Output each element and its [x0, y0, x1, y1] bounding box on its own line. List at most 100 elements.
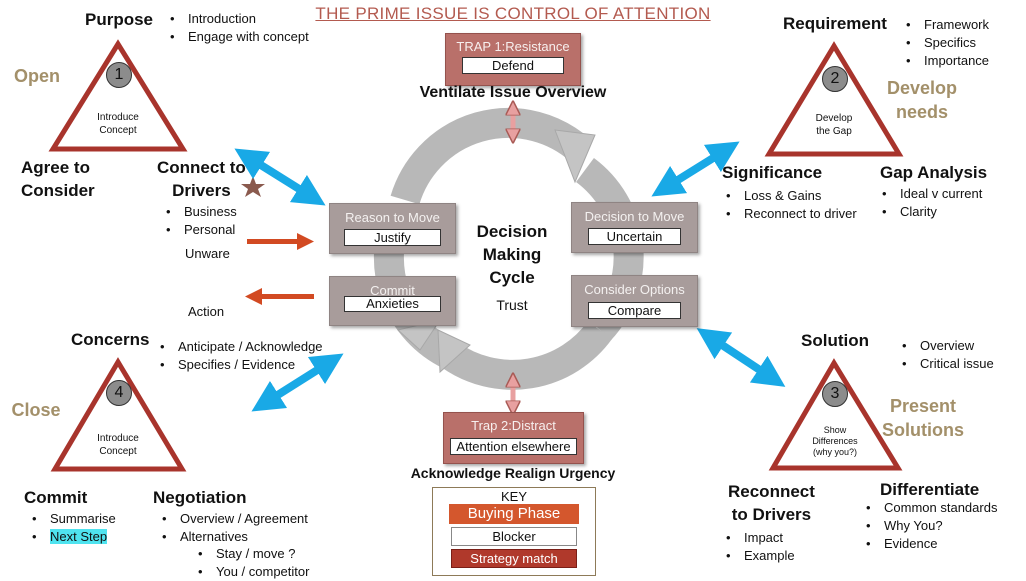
reconnect-line1: Reconnect [728, 482, 815, 501]
triangle-3-label-line1: Show [823, 425, 847, 435]
list-item: Anticipate / Acknowledge [158, 338, 323, 356]
commit-box-title: Commit [370, 283, 415, 298]
list-item: Summarise [30, 510, 116, 528]
commit-list: Summarise Next Step [30, 510, 116, 546]
center-line2: Making [482, 245, 542, 264]
triangle-1 [48, 39, 188, 152]
list-item: Engage with concept [168, 28, 309, 46]
phase-develop-line2: needs [895, 102, 949, 122]
reason-inner: Justify [344, 229, 441, 246]
key-phase: Buying Phase [449, 504, 579, 524]
reconnect-line2: to Drivers [731, 505, 812, 524]
negotiation-list: Overview / Agreement Alternatives [160, 510, 308, 546]
trap1-inner: Defend [462, 57, 564, 74]
purpose-list: Introduction Engage with concept [168, 10, 309, 46]
triangle-4-label: Introduce Concept [78, 432, 158, 458]
triangle-3-number: 3 [822, 381, 848, 407]
commit-box-inner: Anxieties [344, 296, 441, 312]
consider-title: Consider Options [584, 282, 685, 297]
reason-title: Reason to Move [345, 210, 440, 225]
agree-line2: Consider [21, 181, 95, 200]
trap1-box: TRAP 1:Resistance Defend [445, 33, 581, 86]
key-title: KEY [500, 489, 527, 504]
decision-title: Decision to Move [584, 209, 685, 224]
list-item: Alternatives [160, 528, 308, 546]
triangle-1-label-line1: Introduce [97, 112, 139, 123]
key-box: KEY Buying Phase Blocker Strategy match [432, 487, 596, 576]
list-item: You / competitor [196, 563, 309, 581]
list-item: Overview [900, 337, 994, 355]
center-line1: Decision [476, 222, 548, 241]
orange-arrow-right [247, 233, 314, 250]
action-label: Action [188, 304, 225, 319]
blue-arrow-top-left [234, 148, 326, 206]
reconnect-title: Reconnect to Drivers [728, 480, 815, 526]
negotiation-sublist: Stay / move ? You / competitor [196, 545, 309, 581]
trap2-box: Trap 2:Distract Attention elsewhere [443, 412, 584, 464]
trap1-caption: Ventilate Issue Overview [419, 84, 607, 101]
negotiation-title: Negotiation [153, 488, 247, 507]
phase-close: Close [11, 400, 61, 420]
triangle-4-label-line1: Introduce [97, 433, 139, 444]
gap-list: Ideal v current Clarity [880, 185, 982, 221]
triangle-2-label-line1: Develop [815, 113, 853, 124]
triangle-2-label-line2: the Gap [816, 126, 852, 137]
significance-list: Loss & Gains Reconnect to driver [724, 187, 857, 223]
blue-arrow-top-right [651, 141, 740, 197]
triangle-3-label: Show Differences (why you?) [795, 425, 875, 458]
phase-develop-line1: Develop [886, 78, 958, 98]
list-item: Framework [904, 16, 989, 34]
consider-inner: Compare [588, 302, 681, 319]
list-item: Personal [164, 221, 237, 239]
cycle-decision-box: Decision to Move Uncertain [571, 202, 698, 253]
concerns-title: Concerns [71, 330, 150, 349]
triangle-2-number: 2 [822, 66, 848, 92]
orange-arrow-left [245, 288, 314, 305]
cycle-reason-box: Reason to Move Justify [329, 203, 456, 254]
phase-open: Open [13, 66, 60, 86]
cycle-consider-box: Consider Options Compare [571, 275, 698, 327]
list-item: Clarity [880, 203, 982, 221]
trust-label: Trust [496, 297, 528, 313]
connect-line1: Connect to [157, 158, 246, 177]
triangle-4-label-line2: Concept [99, 446, 137, 457]
connect-title: Connect to Drivers [157, 156, 246, 202]
list-item: Next Step [30, 528, 116, 546]
triangle-4 [50, 357, 187, 472]
solution-title: Solution [801, 331, 869, 350]
list-item: Evidence [864, 535, 997, 553]
commit-title: Commit [24, 488, 88, 507]
list-item: Ideal v current [880, 185, 982, 203]
list-item: Introduction [168, 10, 309, 28]
list-item: Common standards [864, 499, 997, 517]
agree-line1: Agree to [21, 158, 90, 177]
triangle-3 [768, 358, 903, 471]
triangle-2-label: Develop the Gap [794, 112, 874, 138]
requirement-list: Framework Specifics Importance [904, 16, 989, 70]
triangle-1-number: 1 [106, 62, 132, 88]
requirement-title: Requirement [783, 14, 887, 33]
list-item: Importance [904, 52, 989, 70]
differentiate-title: Differentiate [880, 480, 980, 499]
next-step-highlight: Next Step [50, 529, 108, 544]
trap2-caption: Acknowledge Realign Urgency [410, 465, 616, 481]
reconnect-list: Impact Example [724, 529, 795, 565]
list-item: Overview / Agreement [160, 510, 308, 528]
list-item: Reconnect to driver [724, 205, 857, 223]
concerns-list: Anticipate / Acknowledge Specifies / Evi… [158, 338, 323, 374]
solution-list: Overview Critical issue [900, 337, 994, 373]
connect-line2: Drivers [172, 181, 231, 200]
trap1-title: TRAP 1:Resistance [456, 39, 570, 54]
list-item: Example [724, 547, 795, 565]
triangle-4-number: 4 [106, 380, 132, 406]
phase-present-line1: Present [889, 396, 957, 416]
triangle-3-label-line2: Differences [812, 436, 858, 446]
key-blocker: Blocker [451, 527, 577, 546]
triangle-1-label: Introduce Concept [78, 111, 158, 137]
unware-label: Unware [185, 246, 230, 261]
list-item: Stay / move ? [196, 545, 309, 563]
list-item: Impact [724, 529, 795, 547]
gap-title: Gap Analysis [880, 163, 988, 182]
list-item: Critical issue [900, 355, 994, 373]
phase-present-line2: Solutions [882, 420, 964, 440]
